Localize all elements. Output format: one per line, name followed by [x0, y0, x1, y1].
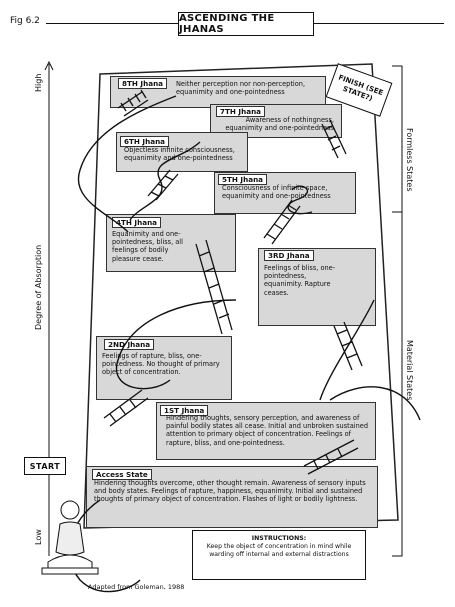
state-text-1: Hindering thoughts, sensory perception, …	[166, 414, 369, 447]
state-text-7: Awareness of nothingness, equanimity and…	[225, 116, 334, 133]
right-bracket	[392, 65, 403, 557]
snake-icon	[68, 95, 421, 593]
state-label-4: 4TH Jhana	[112, 217, 162, 228]
ladder-icon	[147, 169, 179, 201]
state-text-4: Equanimity and one-pointedness, bliss, a…	[112, 230, 183, 263]
state-label-8: 8TH Jhana	[118, 78, 168, 89]
ladder-icon	[263, 199, 301, 245]
cell-3rd-jhana	[258, 248, 376, 326]
instructions-box: INSTRUCTIONS: Keep the object of concent…	[192, 530, 366, 580]
state-text-6: Objectless infinite consciousness, equan…	[124, 146, 235, 163]
state-label-5: 5TH Jhana	[218, 174, 268, 185]
state-label-6: 6TH Jhana	[120, 136, 170, 147]
state-label-1: 1ST Jhana	[160, 405, 209, 416]
state-text-2: Feelings of rapture, bliss, one-pointedn…	[102, 352, 220, 377]
state-label-3: 3RD Jhana	[264, 250, 314, 261]
state-text-3: Feelings of bliss, one-pointedness, equa…	[264, 264, 336, 297]
header-rule-right	[314, 23, 444, 24]
ladder-icon	[333, 321, 363, 371]
header-rule-left	[46, 23, 178, 24]
ladder-icon	[103, 389, 149, 427]
cell-5th-jhana	[214, 172, 356, 214]
state-text-access: Hindering thoughts overcome, other thoug…	[94, 479, 366, 504]
page-title: ASCENDING THE JHANAS	[178, 12, 314, 36]
meditator-icon	[41, 500, 99, 575]
start-badge: START	[24, 457, 66, 475]
figure-number: Fig 6.2	[10, 16, 40, 26]
state-label-7: 7TH Jhana	[216, 106, 266, 117]
state-text-8: Neither perception nor non-perception, e…	[176, 80, 306, 97]
ladder-icon	[321, 119, 347, 159]
state-text-5: Consciousness of infinite space, equanim…	[222, 184, 331, 201]
instructions-heading: INSTRUCTIONS:	[251, 535, 307, 542]
state-label-access: Access State	[92, 469, 152, 480]
ladder-icon	[303, 439, 359, 475]
ladder-icon	[117, 89, 149, 117]
ladder-icon	[195, 239, 233, 335]
instructions-text: Keep the object of concentration in mind…	[206, 543, 352, 558]
credit: Adapted from Goleman, 1988	[88, 583, 185, 591]
